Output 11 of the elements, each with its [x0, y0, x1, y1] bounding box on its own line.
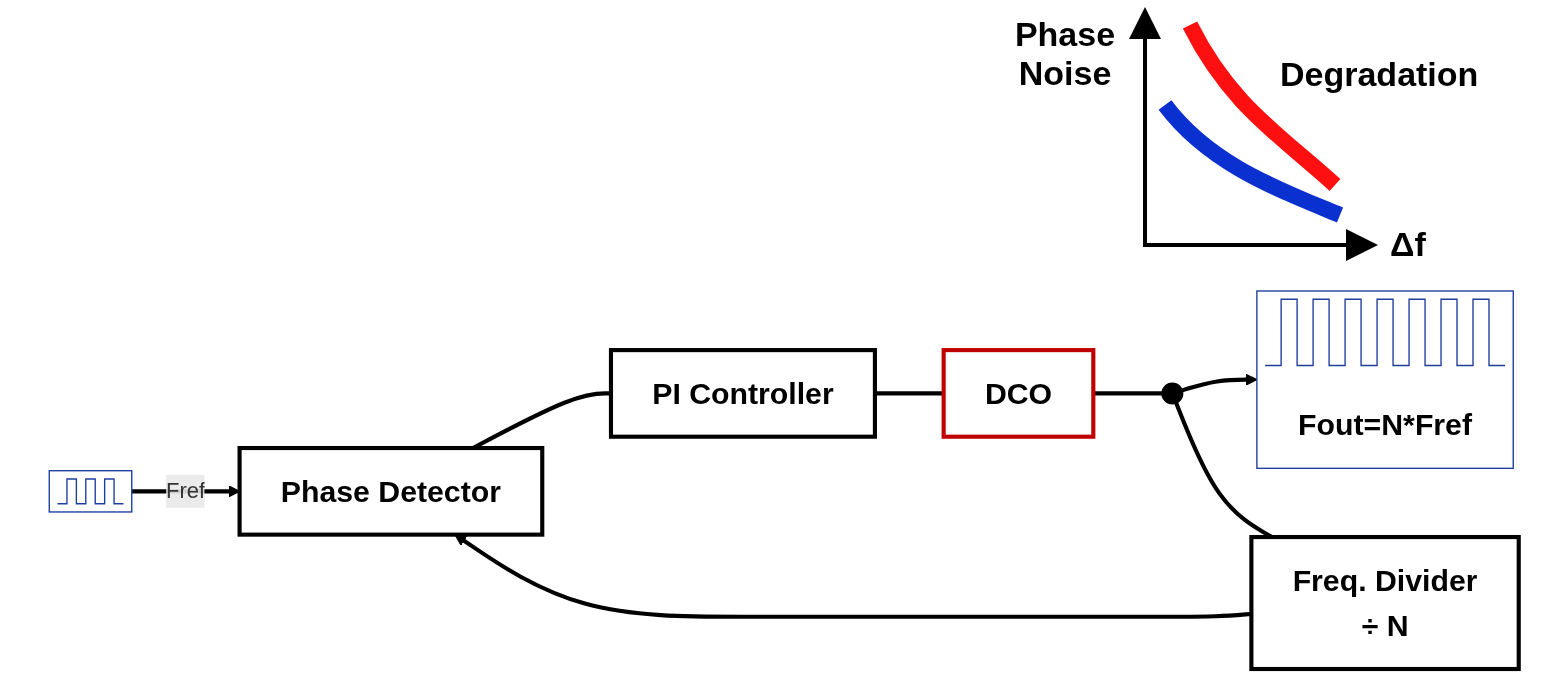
node-box: Freq. Divider ÷ N: [1249, 535, 1521, 672]
node-box: PI Controller: [608, 348, 877, 439]
edge-label: Fref: [166, 478, 206, 503]
node-box: Fout=N*Fref: [1256, 290, 1514, 469]
axis-label: Δf: [1390, 225, 1426, 264]
node-circle: [1161, 382, 1184, 405]
node-box: DCO: [941, 348, 1096, 439]
curve-label: Degradation: [1280, 55, 1479, 94]
axis-label: Phase Noise: [1013, 15, 1117, 93]
node-box: Phase Detector: [237, 446, 545, 537]
node-picture: [48, 470, 133, 513]
